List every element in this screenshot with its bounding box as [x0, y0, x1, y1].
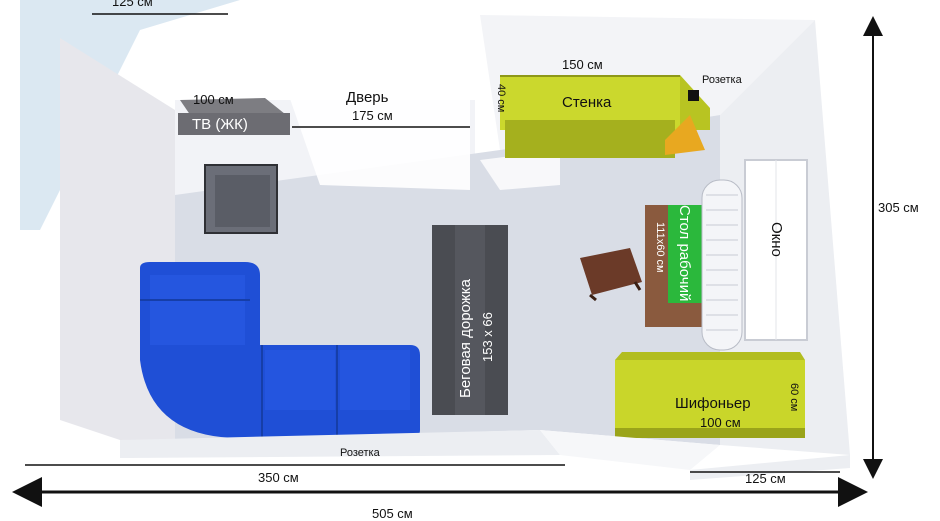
wardrobe-depth: 60 см	[788, 383, 800, 412]
socket-bottom-label: Розетка	[340, 447, 380, 459]
door-title: Дверь	[346, 89, 389, 106]
dim-bottom-total-label: 505 см	[372, 506, 413, 521]
wardrobe-width: 100 см	[700, 415, 741, 430]
corner-shelf	[665, 115, 705, 155]
wall-unit-lower	[505, 120, 675, 158]
desk-size: 111x60 см	[654, 222, 666, 273]
wardrobe-label: Шифоньер	[675, 395, 751, 412]
wall-unit-depth: 40 см	[495, 84, 507, 113]
dim-bottom-right-label: 125 см	[745, 471, 786, 486]
dim-bottom-left-label: 350 см	[258, 470, 299, 485]
wardrobe	[615, 360, 805, 430]
wall-unit-width: 150 см	[562, 57, 603, 72]
window-label: Окно	[768, 222, 785, 257]
wall-unit-label: Стенка	[562, 94, 612, 111]
desk-label: Стол рабочий	[676, 205, 693, 302]
door-width: 175 см	[352, 108, 393, 123]
tv	[178, 113, 290, 135]
treadmill-size: 153 x 66	[480, 312, 495, 362]
socket-top-label: Розетка	[702, 74, 742, 86]
chair	[580, 248, 642, 295]
desk-label-patch	[668, 205, 703, 303]
radiator	[701, 179, 743, 351]
treadmill-label: Беговая дорожка	[457, 279, 474, 398]
dim-right-height-label: 305 см	[878, 200, 919, 215]
socket-top-icon	[688, 90, 699, 101]
dim-top-left-label: 125 см	[112, 0, 153, 9]
tv-label: ТВ (ЖК)	[192, 116, 248, 133]
tv-width: 100 см	[193, 92, 234, 107]
